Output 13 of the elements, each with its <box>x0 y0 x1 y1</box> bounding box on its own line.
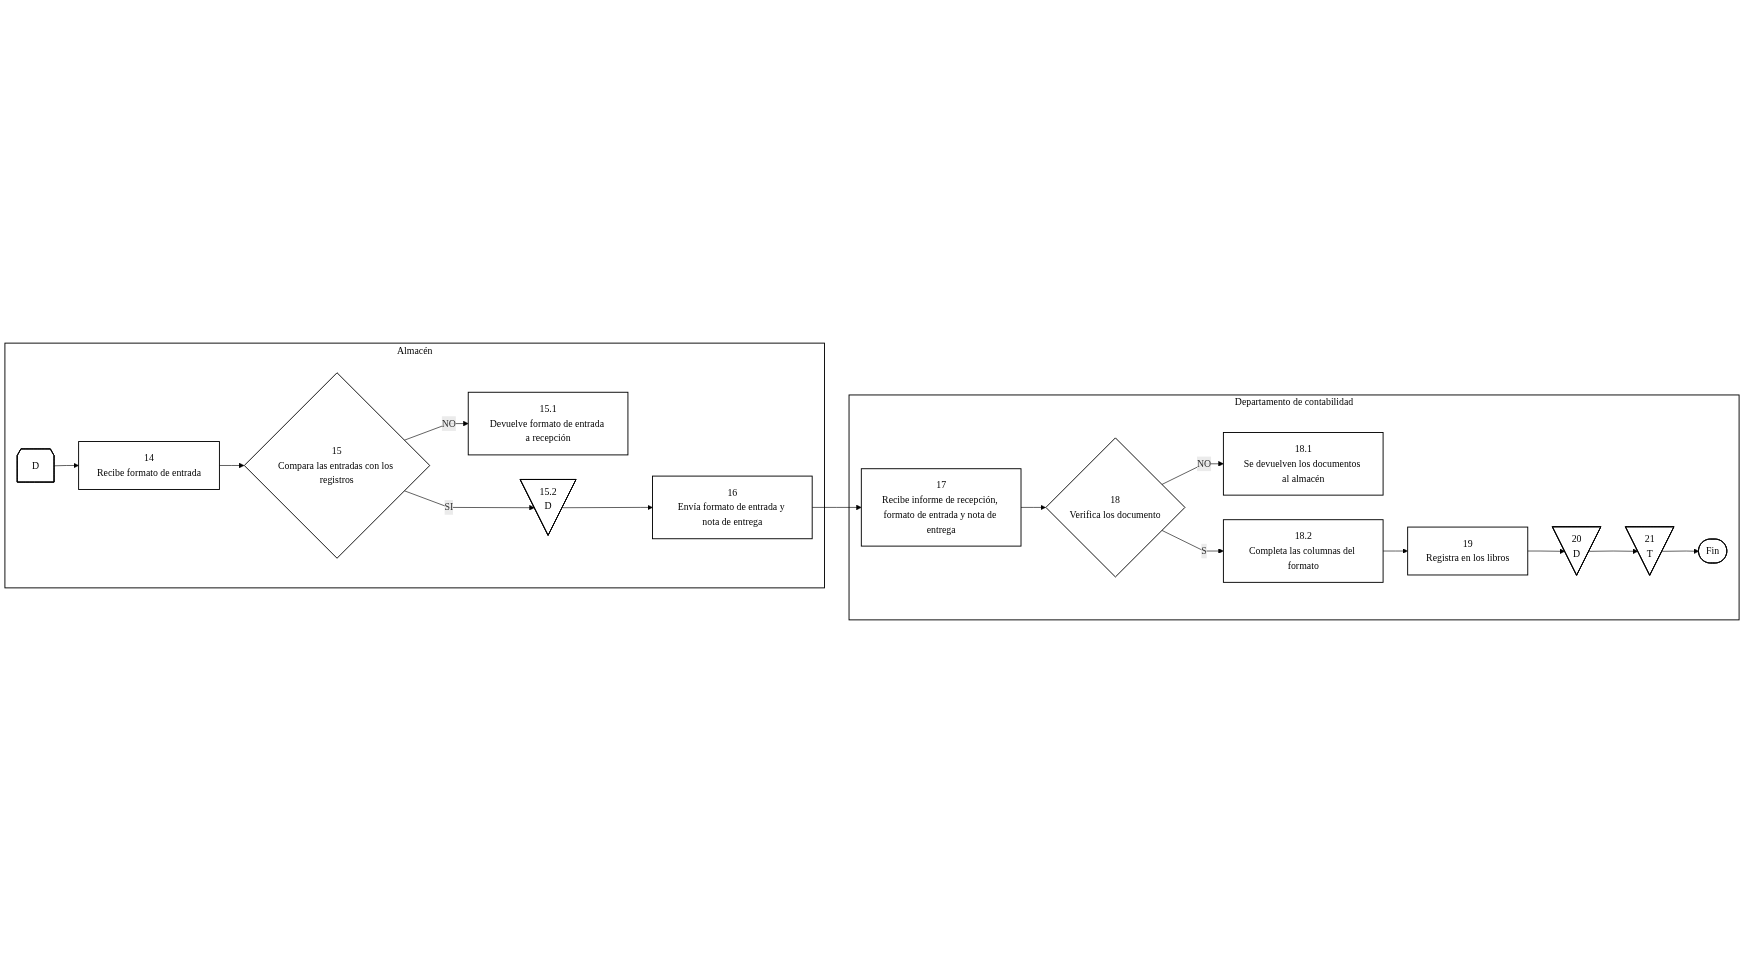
node-box: 19 Registra en los libros <box>1407 526 1529 576</box>
edge-label: SI <box>444 501 454 513</box>
node-box: 18.1 Se devuelven los documentos al almacén <box>1222 432 1384 496</box>
node-box: 15.1 Devuelve formato de entrada a recepción <box>467 391 629 456</box>
node-box: 18.2 Completa las columnas del formato <box>1222 519 1384 583</box>
node-diamond: 18 Verifica los documento <box>1045 437 1186 578</box>
edge-label: NO <box>441 418 456 429</box>
node-box: 14 Recibe formato de entrada <box>78 441 220 490</box>
node-box: 16 Envía formato de entrada y nota de entrega <box>652 475 813 540</box>
node-box: 17 Recibe informe de recepción, formato de entrada y nota de entrega <box>860 468 1022 547</box>
edge-label: S <box>1201 545 1207 556</box>
node-diamond: 15 Compara las entradas con los registros <box>243 372 431 559</box>
edge-label: NO <box>1196 458 1212 469</box>
